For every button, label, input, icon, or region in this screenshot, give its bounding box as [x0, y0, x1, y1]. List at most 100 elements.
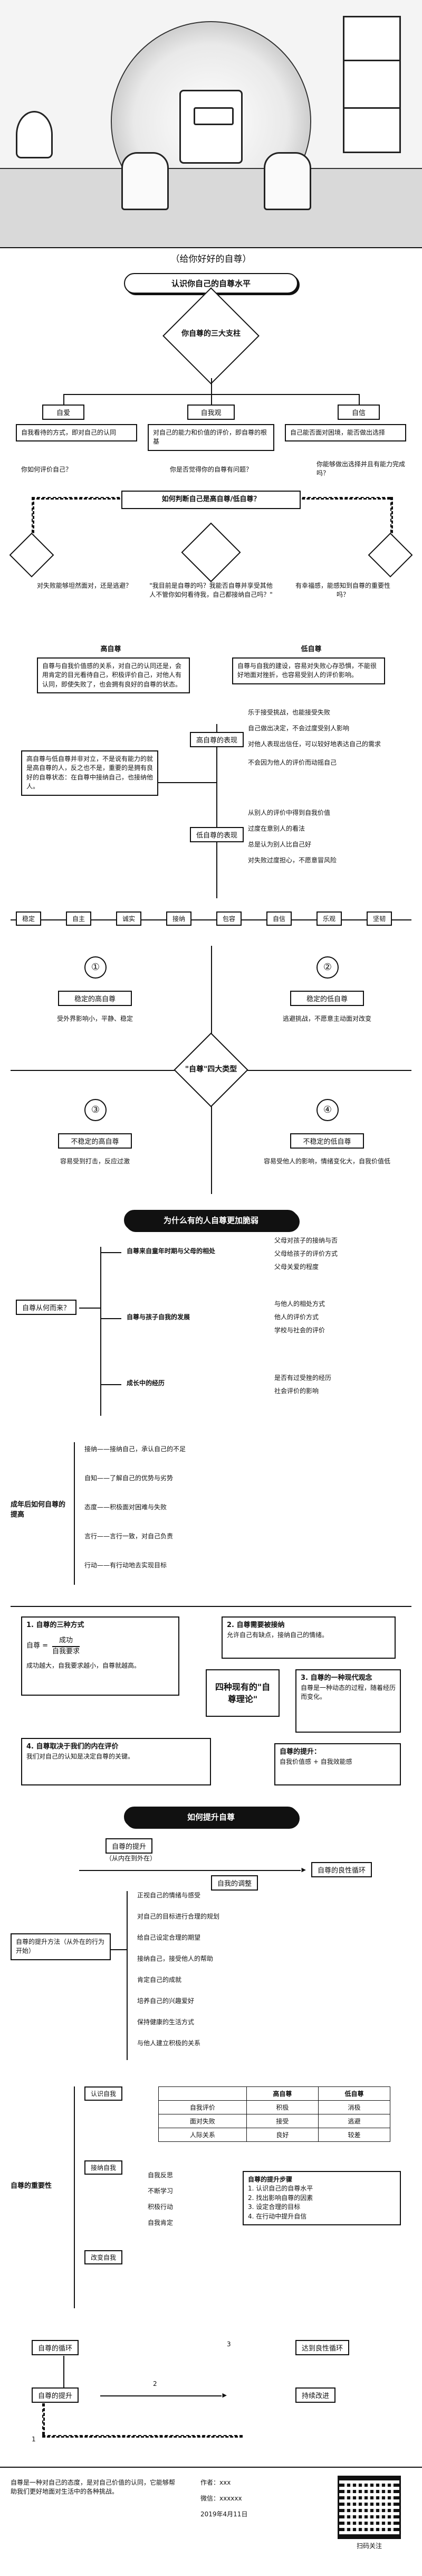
- factor-item: 自知——了解自己的优势与劣势: [84, 1474, 174, 1482]
- right-question: 有幸福感，能感知到自尊的重要性吗？: [295, 582, 391, 599]
- trait-label: 自主: [66, 911, 92, 926]
- quadrant-3-desc: 容易受到打击，反应过激: [60, 1158, 130, 1165]
- cycle-title: 自尊的循环: [32, 2340, 79, 2355]
- source-branch-3: 成长中的经历: [127, 1379, 165, 1387]
- side-item: 积极行动: [148, 2203, 174, 2211]
- judge-question: 如何判断自己是高自尊/低自尊？: [121, 491, 301, 509]
- formula-denominator: 自我要求: [52, 1647, 80, 1656]
- trait-label: 稳定: [16, 911, 42, 926]
- trait-label: 包容: [216, 911, 242, 926]
- section-2: 高自尊 低自尊 自尊与自我价值感的关系，对自己的认同还是，会用肯定的目光看待自己…: [0, 645, 422, 941]
- quadrant-4-desc: 容易受他人的影响，情绪变化大，自我价值低: [263, 1158, 390, 1165]
- high-item-1: 乐于接受挑战，也能接受失败: [248, 709, 331, 716]
- method-item: 保持健康的生活方式: [137, 2018, 195, 2026]
- qr-code-icon[interactable]: [338, 2476, 401, 2539]
- section-8: 自尊的循环 自尊的提升 2 3 1 达到良性循环 持续改进: [0, 2329, 422, 2467]
- house-illustration: [179, 90, 243, 164]
- high-self-esteem-desc: 自尊与自我价值感的关系，对自己的认同还是，会用肯定的目光看待自己，积极评价自己，…: [37, 657, 190, 694]
- factor-item: 接纳——接纳自己，承认自己的不足: [84, 1445, 186, 1453]
- table-row: 面对失败 接受 逃避: [158, 2114, 391, 2128]
- high-self-esteem-title: 高自尊: [100, 645, 121, 653]
- comparison-table: 高自尊 低自尊 自我评价 积极 消极 面对失败 接受 逃避 人际关系 良好 较差: [158, 2086, 391, 2142]
- date-label: 2019年4月11日: [200, 2511, 248, 2518]
- arrow-sublabel: （从内在到外在）: [106, 1855, 157, 1862]
- steps-item: 3. 设定合理的目标: [248, 2203, 301, 2211]
- method-item: 接纳自己，接受他人的帮助: [137, 1955, 214, 1962]
- row-item: 接纳自我: [84, 2160, 123, 2175]
- steps-box: 自尊的提升步骤 1. 认识自己的自尊水平 2. 找出影响自尊的因素 3. 设定合…: [243, 2171, 401, 2225]
- branch-low: 低自尊的表现: [190, 827, 244, 842]
- table-header-cell: 低自尊: [318, 2086, 391, 2101]
- plant-illustration: [16, 111, 53, 158]
- section-6-banner: 如何提升自尊: [124, 1807, 298, 1827]
- source-2-item: 学校与社会的评价: [274, 1327, 325, 1334]
- high-item-2: 自己做出决定，不会过度受别人影响: [248, 725, 350, 732]
- theory-card: 四种现有的"自尊理论": [206, 1669, 280, 1717]
- low-item-3: 总是认为别人比自己好: [248, 841, 312, 848]
- table-cell: 面对失败: [158, 2114, 247, 2128]
- shelf-illustration: [343, 16, 401, 153]
- trait-label: 乐观: [316, 911, 342, 926]
- table-cell: 消极: [318, 2100, 391, 2114]
- method-item: 正视自己的情绪与感受: [137, 1892, 201, 1899]
- step-1: 1: [32, 2436, 36, 2443]
- table-cell: 逃避: [318, 2114, 391, 2128]
- source-3-item: 是否有过受挫的经历: [274, 1374, 332, 1381]
- section-4: 为什么有的人自尊更加脆弱 自尊从何而来？ 自尊来自童年时期与父母的相处 父母对孩…: [0, 1205, 422, 1606]
- low-item-2: 过度在意别人的看法: [248, 825, 305, 832]
- source-3-item: 社会评价的影响: [274, 1387, 319, 1395]
- factor-item: 行动——有行动地去实现目标: [84, 1562, 167, 1569]
- steps-item: 4. 在行动中提升自信: [248, 2212, 307, 2220]
- pillar-self-view: 自我观: [187, 405, 235, 420]
- quadrant-4-number: ④: [316, 1099, 339, 1121]
- quadrant-2-desc: 逃避挑战，不愿意主动面对改变: [282, 1015, 371, 1022]
- side-item: 不断学习: [148, 2187, 174, 2195]
- row-item: 改变自我: [84, 2250, 123, 2264]
- high-item-3: 对他人表现出信任，可以较好地表达自己的需求: [248, 740, 381, 748]
- quadrant-1-title: 稳定的高自尊: [58, 991, 132, 1006]
- pillar-self-love: 自爱: [42, 405, 84, 420]
- footer: 自尊是一种对自己的态度，是对自己价值的认同，它能够帮助我们更好地面对生活中的各种…: [0, 2467, 422, 2556]
- goal-tag: 自尊的良性循环: [311, 1862, 372, 1877]
- method-item: 肯定自己的成就: [137, 1976, 182, 1983]
- step-2: 2: [153, 2380, 157, 2387]
- card-2-title: 2. 自尊需要被接纳: [227, 1621, 285, 1629]
- high-item-4: 不会因为他人的评价而动摇自己: [248, 759, 337, 766]
- quadrant-3-title: 不稳定的高自尊: [58, 1133, 132, 1149]
- section-3: ① ② ③ ④ 稳定的高自尊 稳定的低自尊 不稳定的高自尊 不稳定的低自尊 受外…: [0, 941, 422, 1205]
- table-cell: 人际关系: [158, 2128, 247, 2142]
- branch-high: 高自尊的表现: [190, 732, 244, 747]
- pillars-diamond-label: 你自尊的三大支柱: [181, 330, 241, 338]
- ground-illustration: [0, 168, 422, 247]
- quadrant-2-title: 稳定的低自尊: [290, 991, 364, 1006]
- chair-illustration: [121, 152, 169, 210]
- low-self-esteem-title: 低自尊: [301, 645, 322, 653]
- card-2-desc: 允许自己有缺点，接纳自己的情绪。: [227, 1631, 329, 1639]
- source-branch-1: 自尊来自童年时期与父母的相处: [127, 1247, 216, 1255]
- loop-label: 持续改进: [295, 2387, 336, 2403]
- table-header: 高自尊 低自尊: [158, 2086, 391, 2101]
- section-1: 认识你自己的自尊水平 你自尊的三大支柱 自爱 自我观 自信 自我看待的方式，即对…: [0, 265, 422, 645]
- card-5-desc: 我们对自己的认知是决定自尊的关键。: [26, 1752, 135, 1760]
- card-2: 2. 自尊需要被接纳 允许自己有缺点，接纳自己的情绪。: [222, 1616, 396, 1659]
- table-cell: 积极: [246, 2100, 319, 2114]
- arrow-label: 自尊的提升: [106, 1838, 153, 1854]
- low-self-esteem-desc: 自尊与自我的建设，容易对失败心存恐惧，不能很好地面对挫折，也容易受别人的评价影响…: [232, 657, 385, 684]
- source-branch-2: 自尊与孩子自我的发展: [127, 1313, 190, 1321]
- card-4-desc: 自尊是一种动态的过程，随着经历而变化。: [301, 1684, 396, 1701]
- method-item: 培养自己的兴趣爱好: [137, 1997, 195, 2005]
- four-types-label: "自尊"四大类型: [185, 1065, 237, 1074]
- quadrant-4-title: 不稳定的低自尊: [290, 1133, 364, 1149]
- card-4-title: 3. 自尊的一种现代观念: [301, 1674, 372, 1682]
- section-7: 自尊的重要性 认识自我 接纳自我 改变自我 高自尊 低自尊 自我评价 积极 消极…: [0, 2076, 422, 2329]
- section-5: 1. 自尊的三种方式 自尊 = 成功 自我要求 成功越大，自我要求越小，自尊就越…: [0, 1606, 422, 1801]
- table-cell: 较差: [318, 2128, 391, 2142]
- quadrant-2-number: ②: [316, 956, 339, 979]
- source-2-item: 与他人的相处方式: [274, 1300, 325, 1308]
- self-esteem-note: 高自尊与低自尊并非对立，不是说有能力的就是高自尊的人，反之也不是，重要的是拥有良…: [21, 750, 158, 796]
- card-1: 1. 自尊的三种方式 自尊 = 成功 自我要求 成功越大，自我要求越小，自尊就越…: [21, 1616, 179, 1696]
- pillar-self-confidence: 自信: [338, 405, 380, 420]
- side-item: 自我肯定: [148, 2219, 174, 2226]
- method-root: 自尊的提升方法（从外在的行为开始）: [11, 1933, 111, 1960]
- table-header-cell: 高自尊: [246, 2086, 319, 2101]
